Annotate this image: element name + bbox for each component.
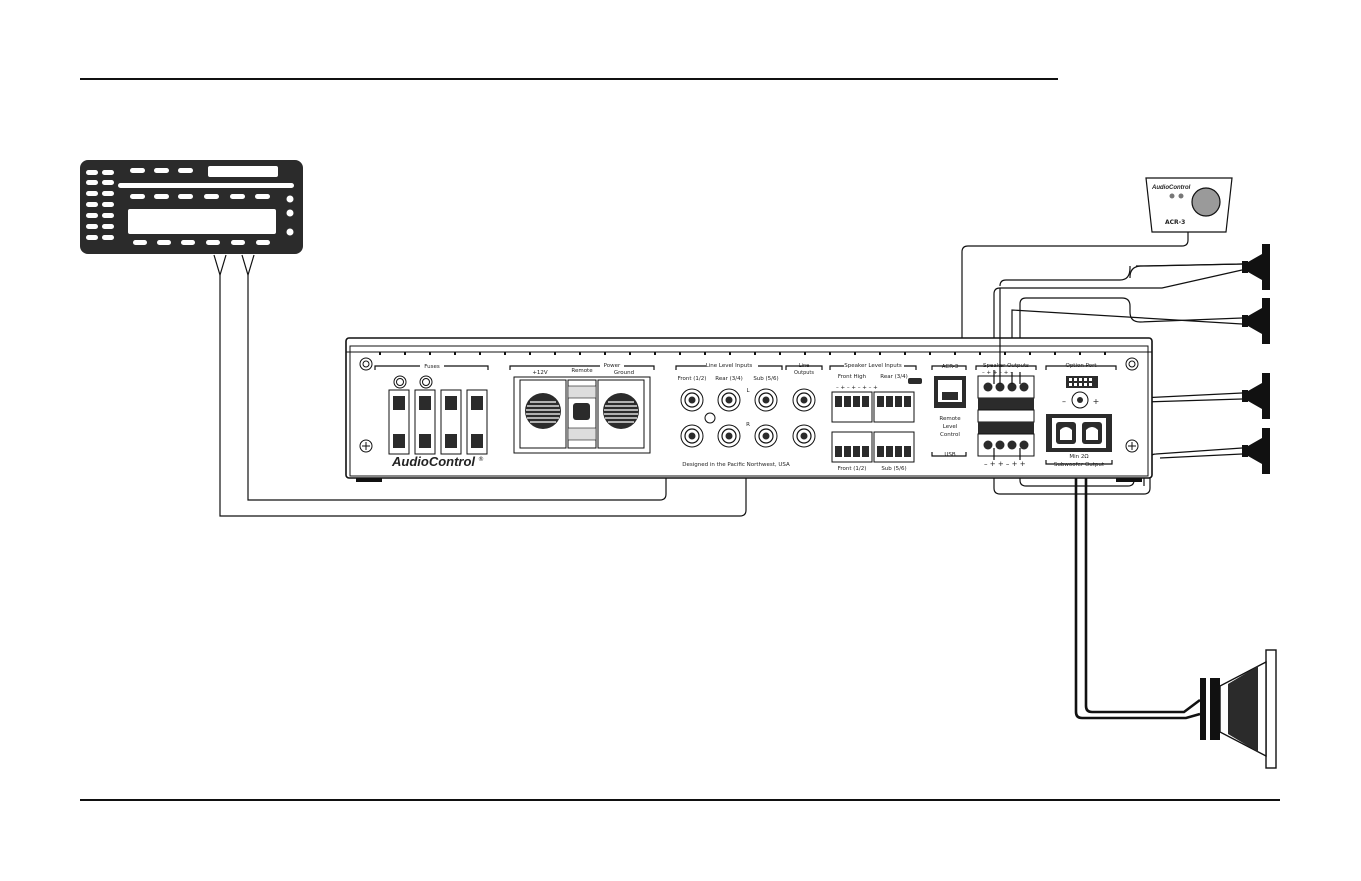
power-label: Power: [604, 363, 621, 369]
power-remote-label: Remote: [571, 368, 593, 374]
remote-knob[interactable]: [1191, 187, 1221, 217]
amplifier: Fuses Power +12V Remote Ground: [345, 337, 1153, 482]
min-ohm-label: Min 2Ω: [1069, 454, 1088, 460]
usb-label: USB: [944, 452, 956, 458]
power-ground-terminal[interactable]: [603, 393, 639, 429]
power-remote-terminal[interactable]: [573, 403, 590, 420]
sub-56-label: Sub (5/6): [881, 466, 906, 472]
line-front-label: Front (1/2): [678, 376, 707, 382]
terminal-wire-stubs: [993, 288, 1021, 460]
line-R-label: R: [746, 422, 750, 428]
option-port-section: Option Port – + Min 2Ω Subwoofer Output: [1045, 363, 1117, 468]
remote-brand: AudioControl: [1151, 185, 1191, 191]
front-high-label: Front High: [838, 374, 867, 380]
power-12v-terminal[interactable]: [525, 393, 561, 429]
speaker-out-polarity-top: – + + – + –: [982, 370, 1013, 376]
acr-label: ACR-3: [942, 364, 959, 370]
remote-led-1: [1169, 193, 1175, 199]
option-port-label: Option Port: [1065, 363, 1097, 369]
remote-led-2: [1178, 193, 1184, 199]
head-unit-radio: [80, 160, 303, 278]
speaker-2: [1242, 298, 1270, 344]
rca-wires: [219, 275, 756, 517]
line-inputs-section: Line Level Inputs Front (1/2) Rear (3/4)…: [675, 361, 790, 468]
remote-wire: [961, 232, 1189, 345]
speaker-outputs-label: Speaker Outputs: [983, 363, 1029, 369]
fuses-label: Fuses: [424, 364, 440, 370]
line-inputs-label: Line Level Inputs: [706, 363, 753, 369]
power-12v-label: +12V: [532, 370, 548, 376]
speaker-3: [1242, 373, 1270, 419]
power-ground-label: Ground: [614, 370, 634, 376]
option-minus: –: [1062, 397, 1066, 406]
acr-3-remote: AudioControl ACR-3: [1145, 177, 1233, 233]
amp-registered: ®: [478, 456, 484, 463]
speaker-inputs-section: Speaker Level Inputs Front High Rear (3/…: [829, 361, 917, 472]
line-rear-label: Rear (3/4): [715, 376, 742, 382]
speaker-4: [1242, 428, 1270, 474]
polarity-top: – + – + – + – +: [836, 385, 878, 391]
speaker-1: [1242, 244, 1270, 290]
amp-brand: AudioControl: [391, 454, 475, 469]
power-section: Power +12V Remote Ground: [509, 361, 655, 454]
speaker-out-polarity-bottom: – + + – + +: [984, 460, 1026, 468]
line-sub-label: Sub (5/6): [753, 376, 778, 382]
option-port-connector[interactable]: [1066, 376, 1098, 388]
designed-in-text: Designed in the Pacific Northwest, USA: [682, 462, 790, 468]
rear-34-label: Rear (3/4): [880, 374, 907, 380]
fuses-section: Fuses: [374, 362, 489, 455]
usb-port[interactable]: [908, 378, 922, 384]
subwoofer-output-label: Subwoofer Output: [1054, 462, 1105, 468]
front-12-label: Front (1/2): [838, 466, 867, 472]
remote-model: ACR-3: [1165, 219, 1185, 226]
subwoofer: [1200, 649, 1277, 769]
speaker-inputs-label: Speaker Level Inputs: [844, 363, 902, 369]
speaker-outputs-section: Speaker Outputs – + + – + – – + + – + +: [975, 363, 1037, 468]
option-plus: +: [1093, 397, 1100, 406]
line-L-label: L: [746, 388, 750, 394]
